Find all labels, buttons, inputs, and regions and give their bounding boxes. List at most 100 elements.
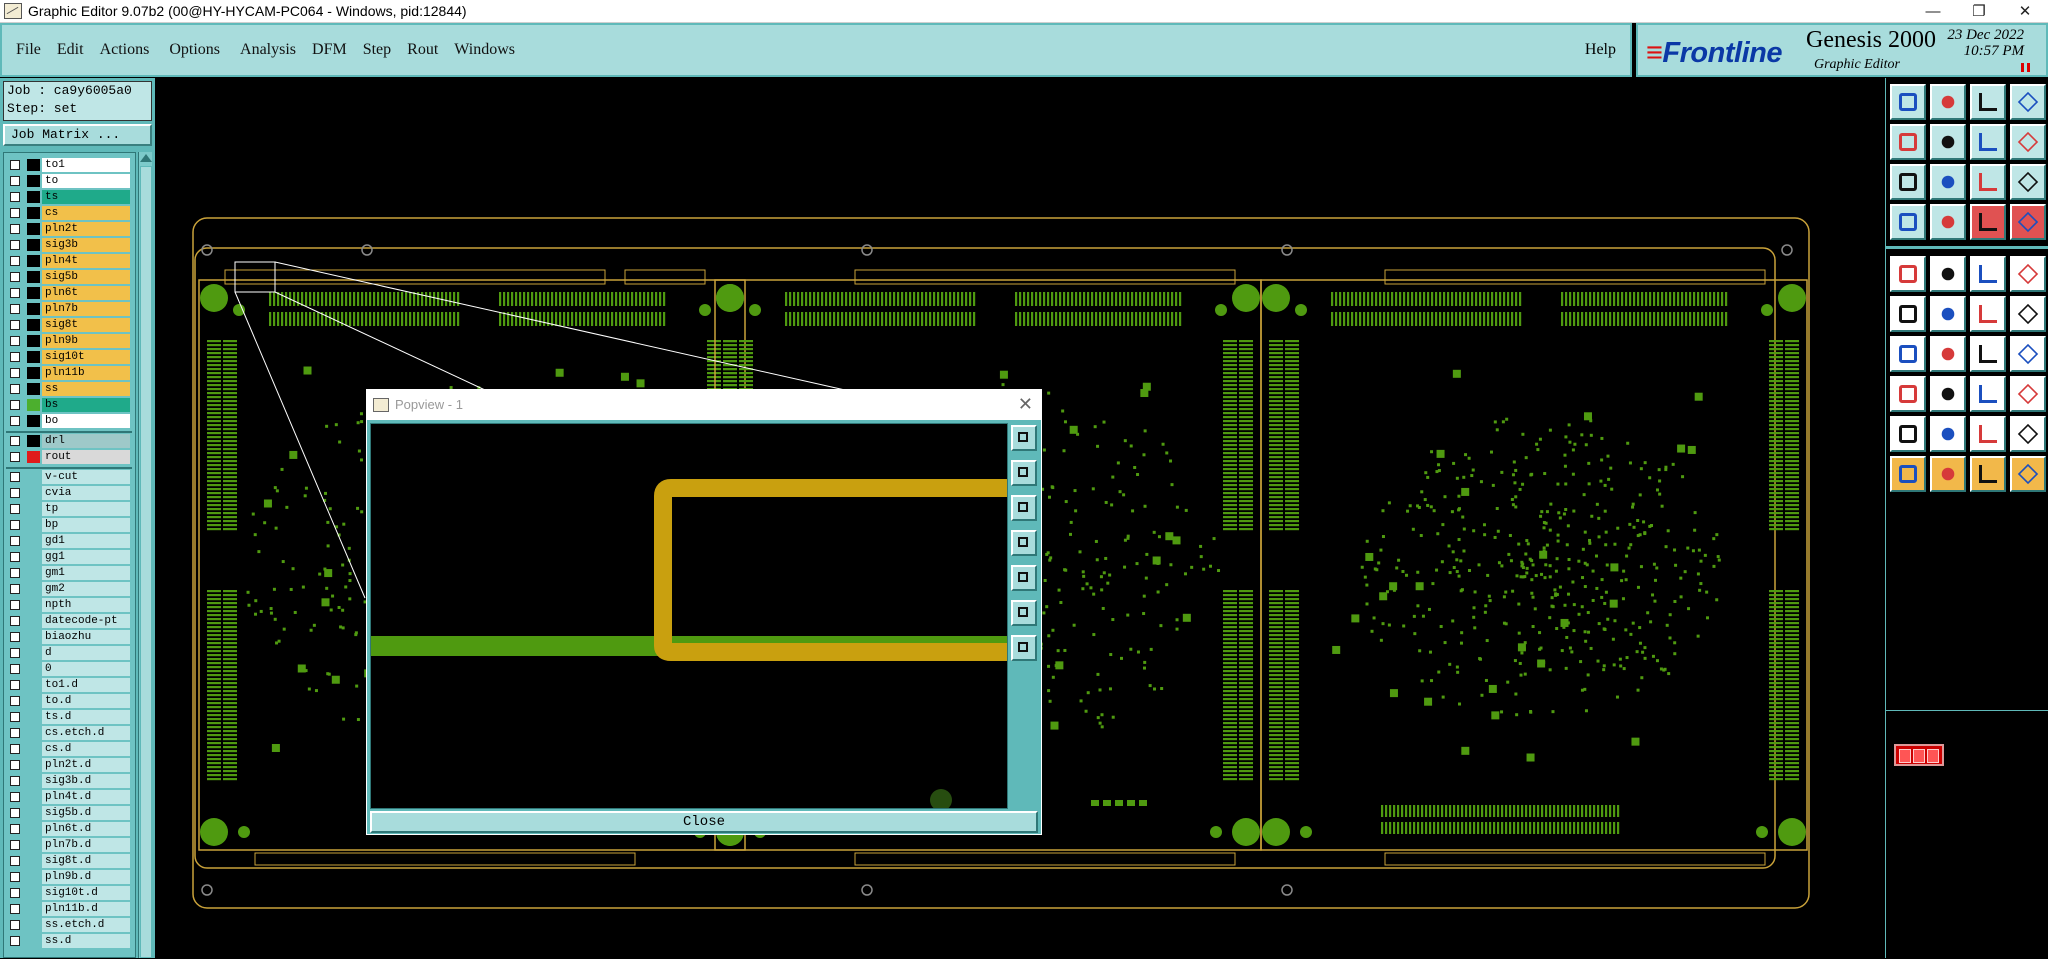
layer-row-misc[interactable]: cs.d: [6, 742, 132, 756]
rotate-icon[interactable]: [1970, 336, 2006, 372]
open-job-icon[interactable]: [1890, 84, 1926, 120]
layer-color-swatch[interactable]: [27, 775, 40, 787]
layer-row-board[interactable]: to: [6, 174, 132, 188]
layer-checkbox[interactable]: [10, 488, 20, 498]
layer-checkbox[interactable]: [10, 176, 20, 186]
layer-row-drill[interactable]: rout: [6, 450, 132, 464]
layer-row-misc[interactable]: bp: [6, 518, 132, 532]
pv-zoom-home-icon[interactable]: [1011, 425, 1037, 451]
layer-color-swatch[interactable]: [27, 399, 40, 411]
layer-row-board[interactable]: pln4t: [6, 254, 132, 268]
layer-row-misc[interactable]: sig5b.d: [6, 806, 132, 820]
layer-checkbox[interactable]: [10, 680, 20, 690]
layer-row-board[interactable]: sig8t: [6, 318, 132, 332]
layer-checkbox[interactable]: [10, 320, 20, 330]
dot-icon[interactable]: [2010, 256, 2046, 292]
layer-row-misc[interactable]: d: [6, 646, 132, 660]
layer-checkbox[interactable]: [10, 452, 20, 462]
layer-checkbox[interactable]: [10, 696, 20, 706]
layer-row-misc[interactable]: cs.etch.d: [6, 726, 132, 740]
pv-pan-left-icon[interactable]: [1011, 530, 1037, 556]
triangle-minus-icon[interactable]: [2010, 416, 2046, 452]
layer-row-misc[interactable]: ss.etch.d: [6, 918, 132, 932]
layer-checkbox[interactable]: [10, 840, 20, 850]
layer-checkbox[interactable]: [10, 632, 20, 642]
layer-row-board[interactable]: sig5b: [6, 270, 132, 284]
layer-row-misc[interactable]: pln7b.d: [6, 838, 132, 852]
menu-windows[interactable]: Windows: [454, 41, 515, 58]
snap-icon[interactable]: [2010, 124, 2046, 160]
layer-color-swatch[interactable]: [27, 471, 40, 483]
layer-checkbox[interactable]: [10, 208, 20, 218]
layer-checkbox[interactable]: [10, 368, 20, 378]
help-icon[interactable]: [2010, 164, 2046, 200]
layer-checkbox[interactable]: [10, 552, 20, 562]
pad-icon[interactable]: [1890, 256, 1926, 292]
layer-checkbox[interactable]: [10, 728, 20, 738]
triangle-plus-icon[interactable]: [1930, 416, 1966, 452]
layer-checkbox[interactable]: [10, 744, 20, 754]
layer-row-drill[interactable]: drl: [6, 434, 132, 448]
job-matrix-button[interactable]: Job Matrix ...: [3, 124, 152, 146]
line-icon[interactable]: [1930, 376, 1966, 412]
layer-row-misc[interactable]: sig3b.d: [6, 774, 132, 788]
layer-color-swatch[interactable]: [27, 711, 40, 723]
layer-indicator[interactable]: [1894, 744, 1944, 766]
pv-fit-icon[interactable]: [1011, 600, 1037, 626]
layer-checkbox[interactable]: [10, 936, 20, 946]
layer-row-board[interactable]: ts: [6, 190, 132, 204]
layer-row-board[interactable]: bs: [6, 398, 132, 412]
probe-icon[interactable]: [1930, 204, 1966, 240]
connect-icon[interactable]: [1890, 296, 1926, 332]
layer-color-swatch[interactable]: [27, 239, 40, 251]
angle-icon[interactable]: [1890, 336, 1926, 372]
layer-checkbox[interactable]: [10, 616, 20, 626]
layer-row-misc[interactable]: v-cut: [6, 470, 132, 484]
layer-checkbox[interactable]: [10, 600, 20, 610]
pv-pan-right-icon[interactable]: [1011, 565, 1037, 591]
minimize-button[interactable]: —: [1925, 2, 1941, 20]
layer-color-swatch[interactable]: [27, 807, 40, 819]
layer-color-swatch[interactable]: [27, 887, 40, 899]
layer-color-swatch[interactable]: [27, 599, 40, 611]
layer-checkbox[interactable]: [10, 272, 20, 282]
triangle-icon[interactable]: [1890, 416, 1926, 452]
layer-checkbox[interactable]: [10, 192, 20, 202]
cross-icon[interactable]: [1930, 296, 1966, 332]
menu-help[interactable]: Help: [1584, 41, 1616, 58]
layer-color-swatch[interactable]: [27, 503, 40, 515]
layer-color-swatch[interactable]: [27, 223, 40, 235]
scroll-up-icon[interactable]: [140, 154, 152, 162]
layer-checkbox[interactable]: [10, 384, 20, 394]
layer-color-swatch[interactable]: [27, 871, 40, 883]
layer-row-board[interactable]: sig10t: [6, 350, 132, 364]
layer-checkbox[interactable]: [10, 416, 20, 426]
layer-checkbox[interactable]: [10, 920, 20, 930]
close-window-button[interactable]: ✕: [2018, 3, 2032, 20]
layer-color-swatch[interactable]: [27, 935, 40, 947]
layer-row-misc[interactable]: sig8t.d: [6, 854, 132, 868]
layer-row-misc[interactable]: pln2t.d: [6, 758, 132, 772]
layer-checkbox[interactable]: [10, 352, 20, 362]
node-icon[interactable]: [2010, 296, 2046, 332]
zoom-profile-icon[interactable]: [1930, 164, 1966, 200]
layer-checkbox[interactable]: [10, 336, 20, 346]
layer-row-board[interactable]: pln11b: [6, 366, 132, 380]
layer-row-board[interactable]: bo: [6, 414, 132, 428]
layer-checkbox[interactable]: [10, 536, 20, 546]
ratio-icon[interactable]: [1970, 164, 2006, 200]
slash-icon[interactable]: [1930, 336, 1966, 372]
save-icon[interactable]: [1930, 84, 1966, 120]
layer-color-swatch[interactable]: [27, 435, 40, 447]
layer-row-misc[interactable]: cvia: [6, 486, 132, 500]
layer-color-swatch[interactable]: [27, 303, 40, 315]
menu-actions[interactable]: Actions: [99, 41, 150, 58]
layer-color-swatch[interactable]: [27, 351, 40, 363]
layer-row-misc[interactable]: to1.d: [6, 678, 132, 692]
layer-row-misc[interactable]: gm2: [6, 582, 132, 596]
layer-row-misc[interactable]: to.d: [6, 694, 132, 708]
layer-color-swatch[interactable]: [27, 663, 40, 675]
layer-checkbox[interactable]: [10, 436, 20, 446]
menu-step[interactable]: Step: [362, 41, 392, 58]
layer-row-misc[interactable]: npth: [6, 598, 132, 612]
